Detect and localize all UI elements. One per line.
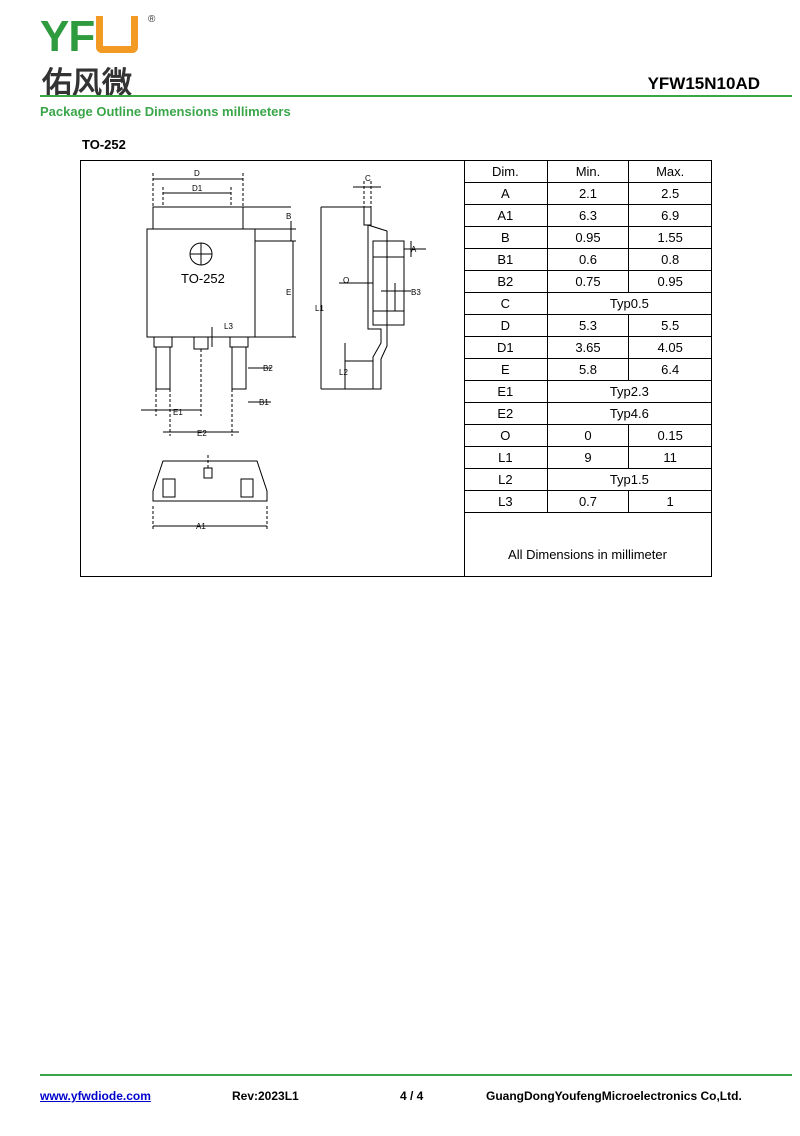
cell-dim: A [464, 182, 548, 205]
registered-mark: ® [148, 14, 156, 25]
cell-dim: B2 [464, 270, 548, 293]
cell-typ: Typ2.3 [546, 380, 711, 403]
cell-max: 1 [628, 490, 711, 513]
website-link[interactable]: www.yfwdiode.com [40, 1089, 151, 1103]
cell-min: 9 [546, 446, 630, 469]
label-E2: E2 [197, 429, 207, 438]
cell-max: 0.15 [628, 424, 711, 447]
cell-min: 6.3 [546, 204, 630, 227]
cell-dim: L2 [464, 468, 548, 491]
cell-typ: Typ1.5 [546, 468, 711, 491]
cell-dim: D1 [464, 336, 548, 359]
package-label: TO-252 [82, 137, 126, 152]
table-header-row: Dim. Min. Max. [464, 161, 711, 183]
label-L3: L3 [224, 322, 233, 331]
cell-max: 1.55 [628, 226, 711, 249]
revision: Rev:2023L1 [232, 1089, 299, 1103]
header-max: Max. [628, 161, 711, 183]
cell-min: 0 [546, 424, 630, 447]
cell-dim: O [464, 424, 548, 447]
cell-dim: E [464, 358, 548, 381]
header-dim: Dim. [464, 161, 548, 183]
label-C: C [365, 174, 371, 183]
part-number: YFW15N10AD [647, 74, 760, 93]
cell-dim: C [464, 292, 548, 315]
package-outline-box: TO-252 D D1 B E L3 B2 B1 E1 E2 A1 C A O … [80, 160, 712, 595]
label-D: D [194, 169, 200, 178]
cell-min: 0.75 [546, 270, 630, 293]
page-number: 4 / 4 [400, 1089, 424, 1103]
company-logo: YF ® 佑风微 [40, 14, 170, 101]
cell-min: 5.3 [546, 314, 630, 337]
cell-min: 5.8 [546, 358, 630, 381]
label-B: B [286, 212, 291, 221]
label-D1: D1 [192, 184, 203, 193]
cell-typ: Typ0.5 [546, 292, 711, 315]
cell-dim: E2 [464, 402, 548, 425]
label-B3: B3 [411, 288, 421, 297]
section-title: Package Outline Dimensions millimeters [40, 104, 291, 119]
cell-max: 0.8 [628, 248, 711, 271]
body-marking: TO-252 [181, 271, 225, 286]
package-drawing: TO-252 D D1 B E L3 B2 B1 E1 E2 A1 C A O … [81, 161, 465, 576]
cell-min: 0.6 [546, 248, 630, 271]
cell-dim: E1 [464, 380, 548, 403]
header-divider [40, 95, 792, 97]
cell-max: 4.05 [628, 336, 711, 359]
label-O: O [343, 276, 349, 285]
cell-dim: B1 [464, 248, 548, 271]
cell-max: 6.4 [628, 358, 711, 381]
cell-max: 6.9 [628, 204, 711, 227]
cell-dim: B [464, 226, 548, 249]
label-E1: E1 [173, 408, 183, 417]
table-note-row: All Dimensions in millimeter [464, 512, 711, 595]
label-E: E [286, 288, 291, 297]
label-L2: L2 [339, 368, 348, 377]
cell-max: 0.95 [628, 270, 711, 293]
company-name: GuangDongYoufengMicroelectronics Co,Ltd. [486, 1089, 742, 1103]
cell-min: 3.65 [546, 336, 630, 359]
header-min: Min. [546, 161, 630, 183]
cell-min: 2.1 [546, 182, 630, 205]
cell-typ: Typ4.6 [546, 402, 711, 425]
logo-letters: YF [40, 14, 139, 59]
cell-dim: L1 [464, 446, 548, 469]
cell-min: 0.95 [546, 226, 630, 249]
cell-dim: A1 [464, 204, 548, 227]
cell-max: 2.5 [628, 182, 711, 205]
label-L1: L1 [315, 304, 324, 313]
cell-max: 5.5 [628, 314, 711, 337]
label-B2: B2 [263, 364, 273, 373]
cell-min: 0.7 [546, 490, 630, 513]
cell-max: 11 [628, 446, 711, 469]
footer-divider [40, 1074, 792, 1076]
cell-dim: L3 [464, 490, 548, 513]
package-drawing-svg: TO-252 D D1 B E L3 B2 B1 E1 E2 A1 C A O … [141, 169, 426, 531]
label-A1: A1 [196, 522, 206, 531]
label-B1: B1 [259, 398, 269, 407]
label-A: A [411, 245, 417, 254]
dimension-note: All Dimensions in millimeter [464, 512, 711, 595]
logo-u-shape [96, 16, 139, 53]
cell-dim: D [464, 314, 548, 337]
